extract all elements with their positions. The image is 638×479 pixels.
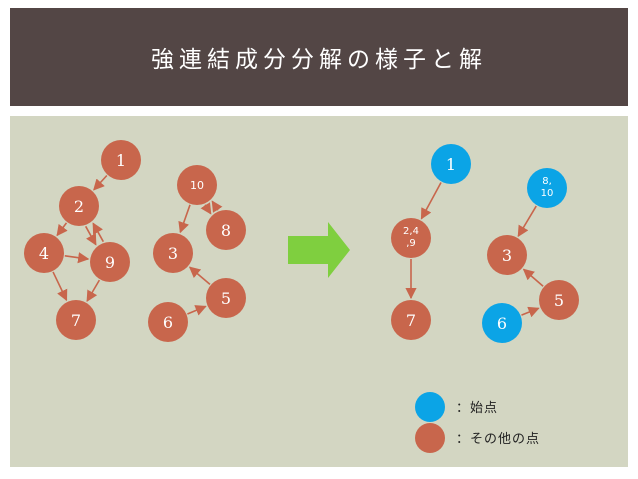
right-node-label-5: 5 <box>554 291 564 310</box>
left-node-7: 7 <box>56 300 96 340</box>
legend-label-other: ：その他の点 <box>456 432 540 447</box>
right-node-1: 1 <box>431 144 471 184</box>
left-node-9: 9 <box>90 242 130 282</box>
legend-label-start: ：始点 <box>456 401 498 416</box>
left-node-label-7: 7 <box>71 311 81 330</box>
right-node-label-6: 6 <box>497 314 507 333</box>
right-edge-6-5 <box>521 306 540 318</box>
left-node-10: 10 <box>177 165 217 205</box>
left-node-circle-6 <box>148 302 188 342</box>
left-edge-10-8 <box>200 202 212 215</box>
left-node-6: 6 <box>148 302 188 342</box>
right-node-label-1: 1 <box>446 155 456 174</box>
right-node-circle-810 <box>527 168 567 208</box>
left-node-label-6: 6 <box>163 313 173 332</box>
right-node-label-810: 10 <box>541 188 554 199</box>
left-edge-10-3 <box>178 204 191 234</box>
right-node-label-249: ,9 <box>406 238 416 249</box>
right-node-810: 8,10 <box>527 168 567 208</box>
left-node-label-9: 9 <box>105 253 115 272</box>
left-node-8: 8 <box>206 210 246 250</box>
right-node-circle-3 <box>487 235 527 275</box>
left-node-circle-3 <box>153 233 193 273</box>
title-bar: 強連結成分分解の様子と解 <box>10 8 628 106</box>
left-node-label-2: 2 <box>74 197 84 216</box>
left-node-circle-1 <box>101 140 141 180</box>
left-node-circle-9 <box>90 242 130 282</box>
left-edge-9-2 <box>92 222 105 243</box>
legend-swatch-other <box>415 423 445 453</box>
right-node-label-3: 3 <box>502 246 512 265</box>
right-edge-1-249 <box>420 182 442 220</box>
right-node-249: 2,4,9 <box>391 218 431 258</box>
legend-swatch-start <box>415 392 445 422</box>
right-node-circle-5 <box>539 280 579 320</box>
right-node-circle-6 <box>482 303 522 343</box>
right-node-circle-249 <box>391 218 431 258</box>
left-node-1: 1 <box>101 140 141 180</box>
transform-arrow <box>288 222 350 278</box>
left-node-label-8: 8 <box>221 221 231 240</box>
left-edge-9-7 <box>86 279 101 302</box>
left-node-3: 3 <box>153 233 193 273</box>
right-node-5: 5 <box>539 280 579 320</box>
left-edge-5-3 <box>188 266 211 286</box>
right-node-label-249: 2,4 <box>403 226 419 237</box>
left-node-circle-7 <box>56 300 96 340</box>
left-node-circle-5 <box>206 278 246 318</box>
left-node-circle-2 <box>59 186 99 226</box>
left-node-5: 5 <box>206 278 246 318</box>
right-node-7: 7 <box>391 300 431 340</box>
left-edge-4-9 <box>64 252 90 264</box>
right-node-circle-7 <box>391 300 431 340</box>
left-node-label-5: 5 <box>221 289 231 308</box>
right-node-label-7: 7 <box>406 311 416 330</box>
left-node-circle-4 <box>24 233 64 273</box>
left-edge-8-10 <box>211 200 223 213</box>
left-node-circle-10 <box>177 165 217 205</box>
page-title: 強連結成分分解の様子と解 <box>151 47 487 73</box>
left-node-label-1: 1 <box>116 151 126 170</box>
left-node-label-3: 3 <box>168 244 178 263</box>
left-edge-6-5 <box>187 305 207 316</box>
left-node-label-10: 10 <box>190 179 204 192</box>
left-node-4: 4 <box>24 233 64 273</box>
right-node-6: 6 <box>482 303 522 343</box>
right-node-circle-1 <box>431 144 471 184</box>
left-node-circle-8 <box>206 210 246 250</box>
right-node-3: 3 <box>487 235 527 275</box>
right-node-label-810: 8, <box>542 176 552 187</box>
left-node-2: 2 <box>59 186 99 226</box>
left-edge-1-2 <box>93 174 108 191</box>
right-edge-810-3 <box>517 205 537 238</box>
left-edge-4-7 <box>52 271 68 302</box>
right-edge-5-3 <box>522 268 544 287</box>
left-edge-2-4 <box>56 222 68 237</box>
left-node-label-4: 4 <box>39 244 49 263</box>
left-edge-2-9 <box>84 225 97 246</box>
